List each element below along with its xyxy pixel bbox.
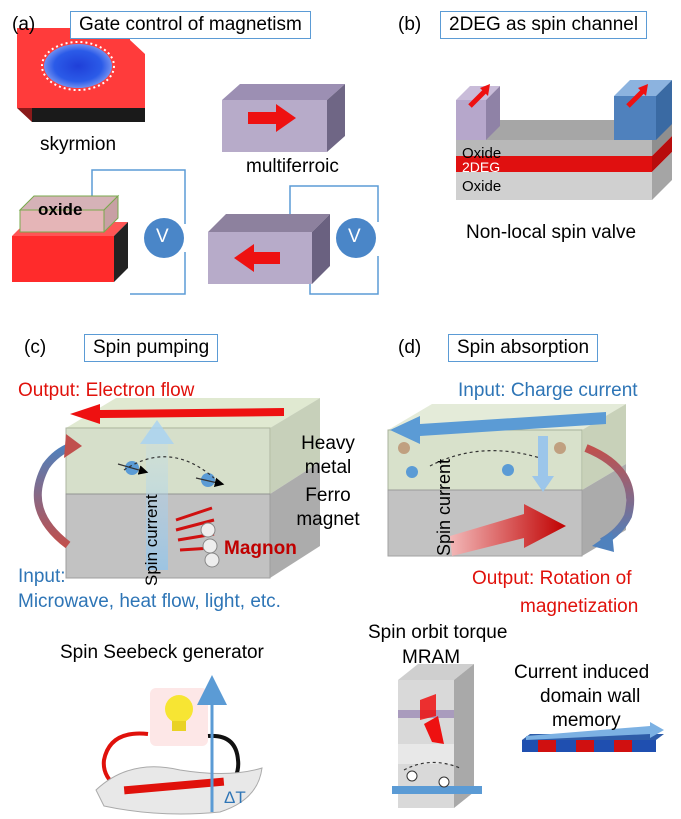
spin-current-label-c: Spin current bbox=[142, 494, 161, 586]
spin-current-label-d: Spin current bbox=[434, 458, 454, 556]
magnon-label: Magnon bbox=[224, 538, 297, 559]
sot-mram-line2: MRAM bbox=[402, 647, 461, 668]
spin-absorption-device bbox=[387, 404, 635, 557]
panel-d-title: Spin absorption bbox=[448, 334, 599, 362]
output-rotation-line2: magnetization bbox=[520, 596, 639, 617]
ferro-magnet-line1: Ferro bbox=[305, 485, 351, 506]
skyrmion-block bbox=[17, 28, 145, 122]
multiferroic-gated-block bbox=[208, 185, 379, 295]
twodeg-label: 2DEG bbox=[462, 159, 501, 175]
dw-memory-line3: memory bbox=[552, 710, 621, 731]
domain-wall-strip bbox=[522, 722, 664, 752]
v-right-label: V bbox=[348, 226, 361, 247]
input-label-line2: Microwave, heat flow, light, etc. bbox=[18, 591, 281, 612]
multiferroic-label: multiferroic bbox=[246, 156, 339, 177]
dw-memory-line1: Current induced bbox=[514, 662, 650, 683]
multiferroic-block bbox=[222, 84, 345, 152]
skyrmion-label: skyrmion bbox=[40, 134, 117, 155]
panel-b-label: (b) bbox=[398, 14, 422, 35]
ferro-magnet-label: Ferro magnet bbox=[296, 484, 360, 532]
panel-d-label: (d) bbox=[398, 337, 422, 358]
sot-mram-pillar bbox=[392, 664, 482, 808]
heavy-metal-line1: Heavy bbox=[301, 433, 355, 454]
oxide-label: oxide bbox=[38, 200, 83, 219]
oxide-bottom-label: Oxide bbox=[462, 178, 502, 195]
delta-t-label: ΔT bbox=[224, 788, 246, 807]
panel-c-title: Spin pumping bbox=[84, 334, 219, 362]
output-rotation-line1: Output: Rotation of bbox=[472, 568, 632, 589]
ferro-magnet-line2: magnet bbox=[296, 509, 360, 530]
heavy-metal-label: Heavy metal bbox=[296, 432, 360, 480]
panel-b-title: 2DEG as spin channel bbox=[440, 11, 648, 39]
input-charge-current: Input: Charge current bbox=[458, 380, 638, 401]
spin-pumping-device bbox=[33, 398, 320, 579]
v-left-label: V bbox=[156, 226, 169, 247]
panel-a-title: Gate control of magnetism bbox=[70, 11, 311, 39]
dw-memory-line2: domain wall bbox=[540, 686, 641, 707]
output-electron-flow: Output: Electron flow bbox=[18, 380, 195, 401]
panel-c-label: (c) bbox=[24, 337, 47, 358]
oxide-top-label: Oxide bbox=[462, 145, 502, 162]
spin-seebeck-label: Spin Seebeck generator bbox=[60, 642, 264, 663]
spin-valve-caption: Non-local spin valve bbox=[466, 222, 637, 243]
spin-seebeck-generator bbox=[95, 675, 263, 815]
oxide-gated-block bbox=[12, 169, 186, 295]
input-label-line1: Input: bbox=[18, 566, 66, 587]
spin-valve-device bbox=[456, 80, 672, 200]
panel-a-label: (a) bbox=[12, 14, 36, 35]
heavy-metal-line2: metal bbox=[304, 457, 352, 478]
sot-mram-line1: Spin orbit torque bbox=[368, 622, 508, 643]
